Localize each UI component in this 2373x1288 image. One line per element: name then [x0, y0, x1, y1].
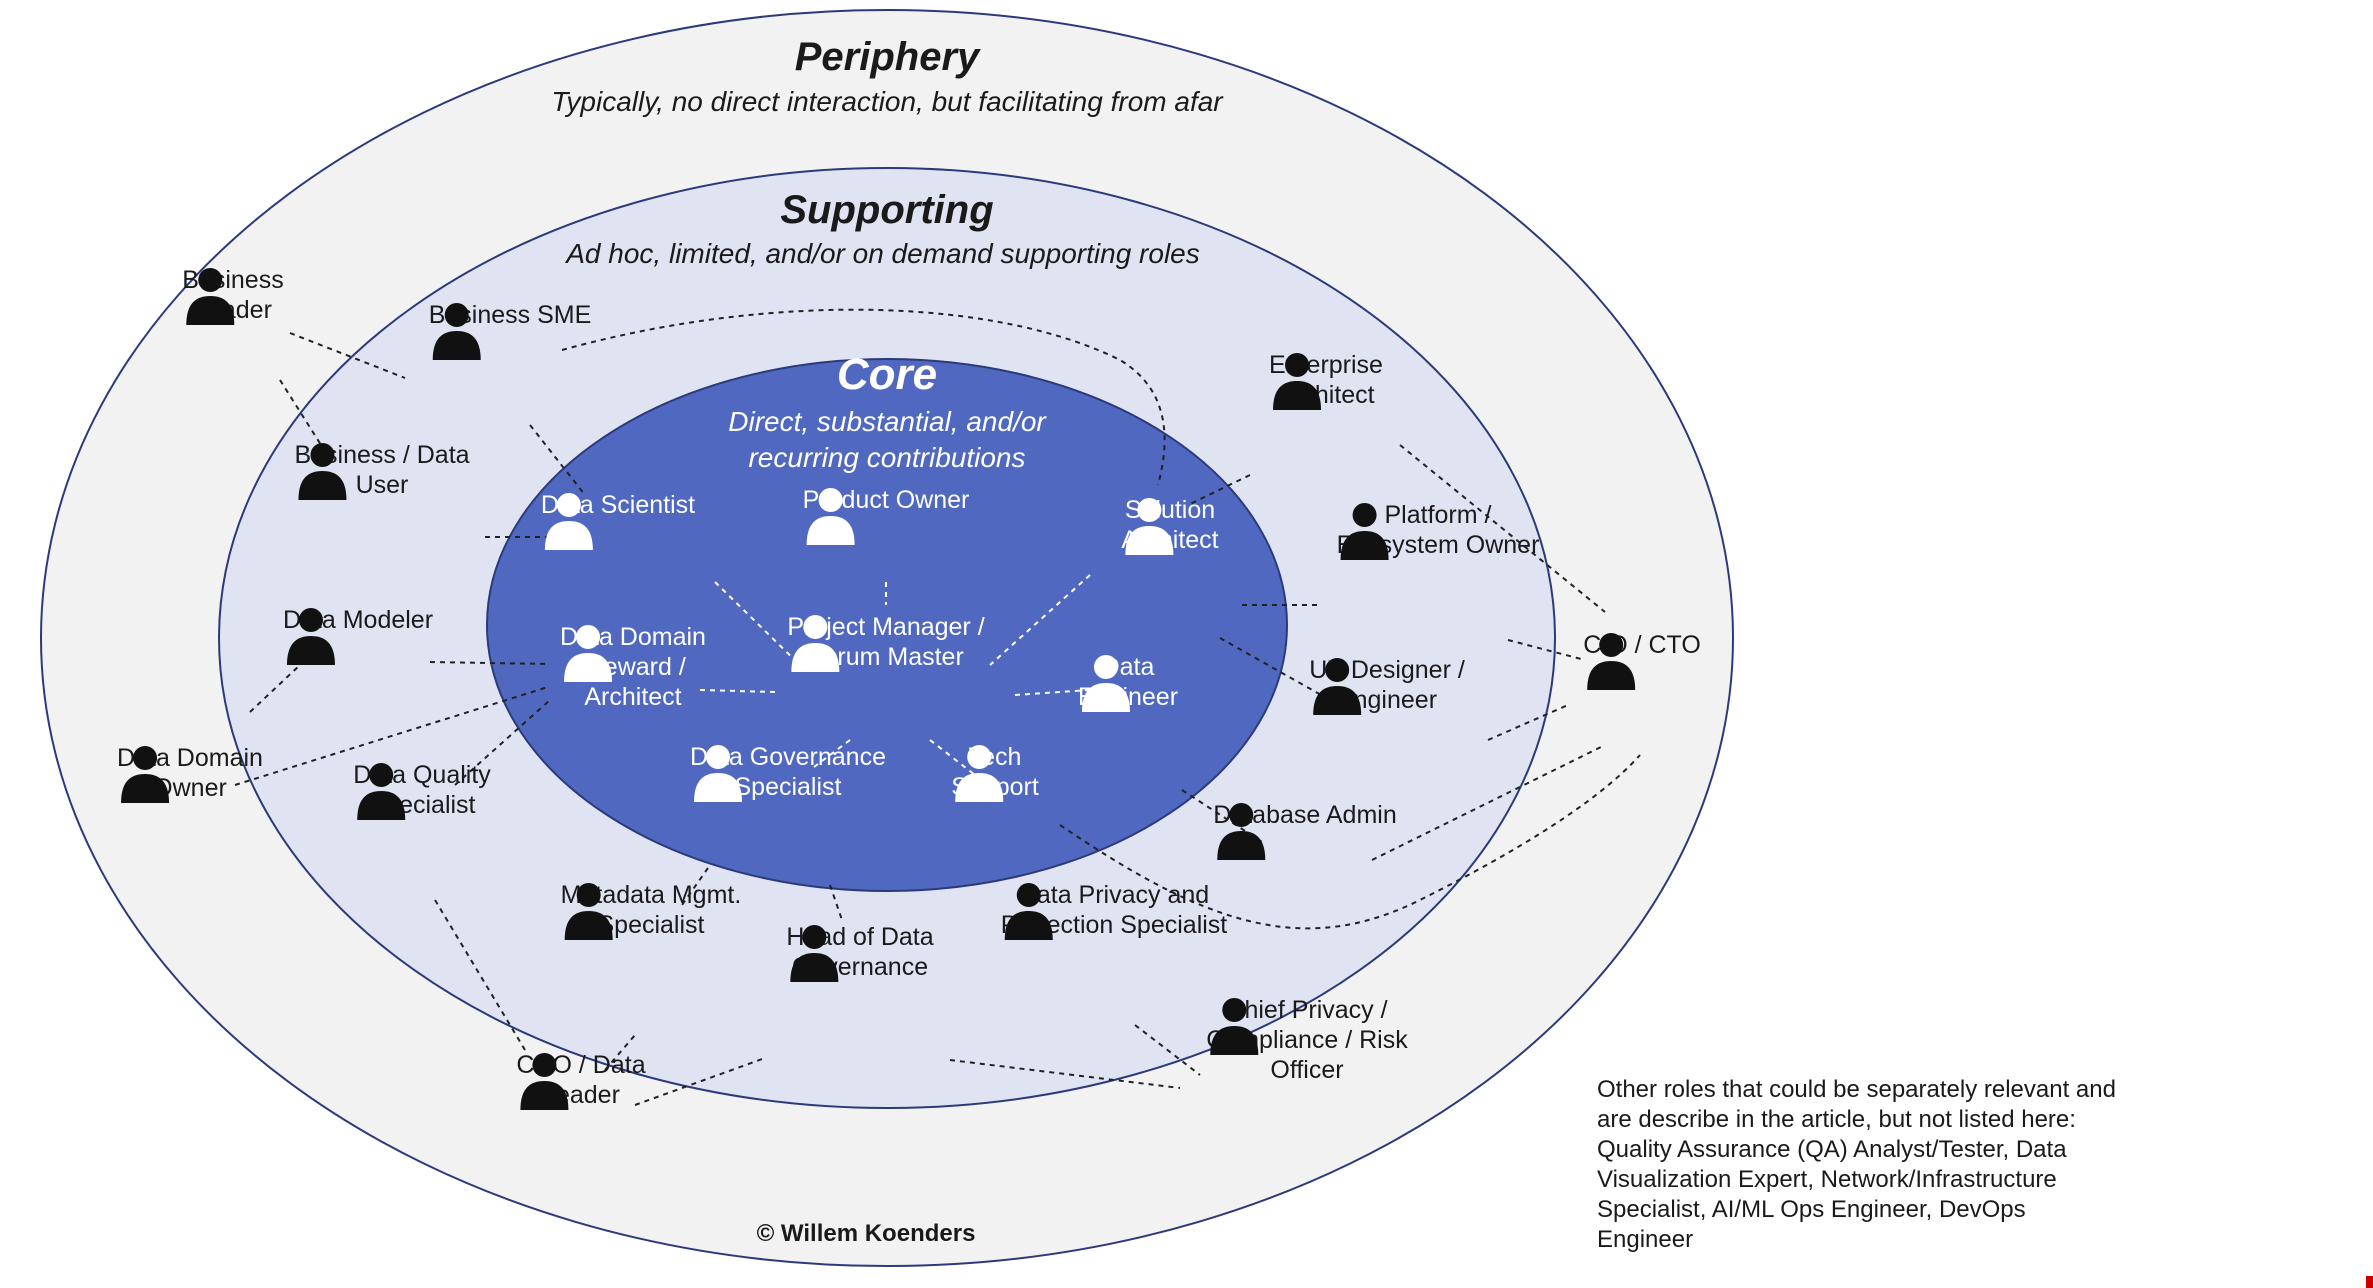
role-business-data-user: Business / Data User — [294, 440, 470, 500]
role-solution-architect: Solution Architect — [1121, 495, 1219, 555]
role-label: CIO / CTO — [1583, 631, 1701, 659]
architect-icon — [560, 622, 616, 682]
role-metadata-mgmt-specialist: Metadata Mgmt. Specialist — [560, 880, 742, 940]
role-database-admin: Database Admin — [1213, 800, 1397, 830]
role-label: Data Scientist — [540, 491, 696, 519]
architect-icon — [1121, 495, 1177, 555]
role-chief-privacy-officer: Chief Privacy / Compliance / Risk Office… — [1206, 995, 1407, 1085]
scientist-icon — [541, 490, 597, 550]
role-product-owner: Product Owner — [802, 485, 970, 515]
person-icon — [787, 612, 843, 672]
corner-mark — [2366, 1276, 2373, 1288]
person-icon — [690, 742, 746, 802]
person-icon — [1206, 995, 1262, 1055]
role-data-privacy-specialist: Data Privacy and Protection Specialist — [1001, 880, 1227, 940]
role-data-engineer: Data Engineer — [1078, 652, 1178, 712]
role-project-manager: Project Manager / Scrum Master — [787, 612, 985, 672]
role-label: Data Modeler — [282, 606, 434, 634]
person-icon — [283, 605, 339, 665]
role-data-domain-steward: Data Domain Steward / Architect — [560, 622, 706, 712]
connector-lines — [234, 308, 1641, 1106]
other-roles-note: Other roles that could be separately rel… — [1597, 1076, 2116, 1253]
role-label: Business / Data User — [294, 441, 470, 499]
role-cio-cto: CIO / CTO — [1583, 630, 1701, 660]
periphery-subtitle: Typically, no direct interaction, but fa… — [551, 86, 1223, 117]
copyright-credit: © Willem Koenders — [756, 1220, 976, 1247]
person-icon — [803, 485, 859, 545]
role-label: Metadata Mgmt. Specialist — [560, 881, 742, 939]
role-head-of-data-governance: Head of Data Governance — [786, 922, 934, 982]
role-business-sme: Business SME — [429, 300, 591, 330]
person-icon — [1309, 655, 1365, 715]
person-icon — [182, 265, 238, 325]
supporting-title: Supporting — [780, 188, 994, 232]
core-title: Core — [836, 350, 938, 399]
person-icon — [516, 1050, 572, 1110]
person-icon — [1583, 630, 1639, 690]
person-icon — [117, 743, 173, 803]
headset-icon — [951, 742, 1007, 802]
role-data-scientist: Data Scientist — [541, 490, 695, 520]
person-icon — [429, 300, 485, 360]
role-tech-support: Tech Support — [951, 742, 1039, 802]
supporting-subtitle: Ad hoc, limited, and/or on demand suppor… — [566, 238, 1200, 269]
person-icon — [1337, 500, 1393, 560]
engineer-icon — [1213, 800, 1269, 860]
engineer-icon — [1078, 652, 1134, 712]
role-business-leader: Business Leader — [182, 265, 284, 325]
role-cdo: CDO / Data Leader — [516, 1050, 646, 1110]
person-icon — [786, 922, 842, 982]
role-data-governance-specialist: Data Governance Specialist — [690, 742, 886, 802]
role-data-modeler: Data Modeler — [283, 605, 433, 635]
person-icon — [294, 440, 350, 500]
role-enterprise-architect: Enterprise Architect — [1269, 350, 1383, 410]
core-ring — [486, 358, 1288, 892]
periphery-title: Periphery — [794, 35, 980, 79]
person-icon — [353, 760, 409, 820]
role-data-domain-owner: Data Domain Owner — [117, 743, 263, 803]
role-label: Product Owner — [802, 486, 970, 514]
person-icon — [1001, 880, 1057, 940]
core-subtitle: Direct, substantial, and/or recurring co… — [728, 406, 1046, 473]
role-platform-owner: Platform / Ecosystem Owner — [1337, 500, 1539, 560]
role-data-quality-specialist: Data Quality Specialist — [353, 760, 491, 820]
person-icon — [561, 880, 617, 940]
role-ux-designer: UX Designer / Engineer — [1309, 655, 1465, 715]
architect-icon — [1269, 350, 1325, 410]
